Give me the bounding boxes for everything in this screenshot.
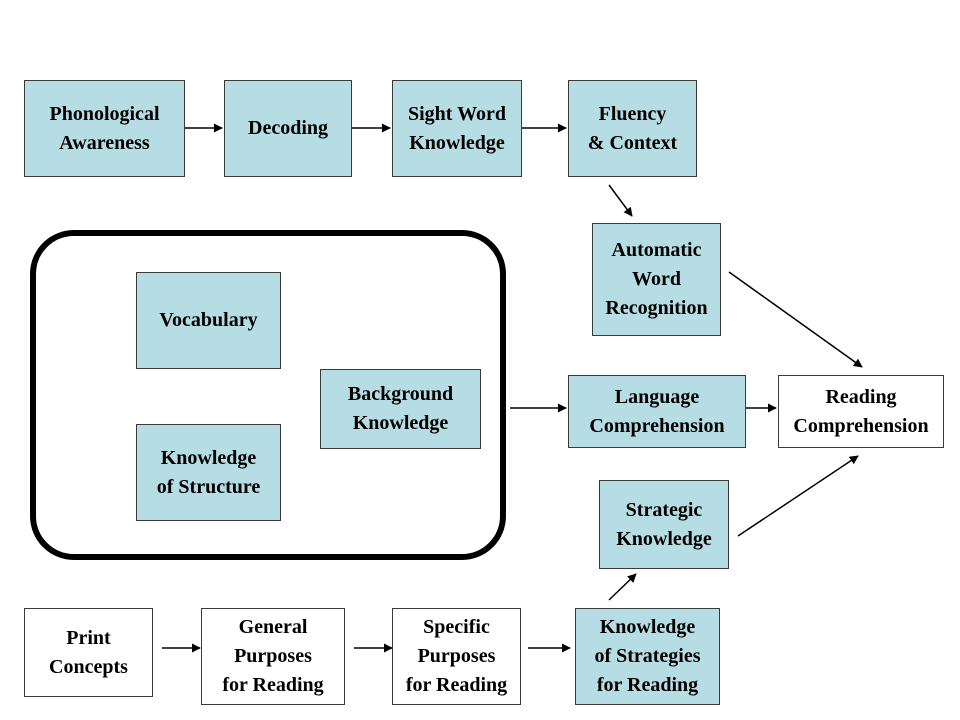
arrow-strategic-to-reading — [737, 455, 859, 537]
node-vocabulary: Vocabulary — [136, 272, 281, 369]
node-decoding: Decoding — [224, 80, 352, 177]
node-reading-comprehension: Reading Comprehension — [778, 375, 944, 448]
node-phonological-awareness: Phonological Awareness — [24, 80, 185, 177]
node-sight-word-knowledge: Sight Word Knowledge — [392, 80, 522, 177]
node-background-knowledge: Background Knowledge — [320, 369, 481, 449]
arrow-automatic-to-reading — [728, 271, 863, 368]
node-knowledge-of-structure: Knowledge of Structure — [136, 424, 281, 521]
node-fluency-context: Fluency & Context — [568, 80, 697, 177]
language-knowledge-group — [30, 230, 506, 560]
node-knowledge-of-strategies: Knowledge of Strategies for Reading — [575, 608, 720, 705]
node-language-comprehension: Language Comprehension — [568, 375, 746, 448]
node-specific-purposes: Specific Purposes for Reading — [392, 608, 521, 705]
node-general-purposes: General Purposes for Reading — [201, 608, 345, 705]
node-automatic-word-recognition: Automatic Word Recognition — [592, 223, 721, 336]
node-strategic-knowledge: Strategic Knowledge — [599, 480, 729, 569]
arrow-fluency-to-automatic — [608, 184, 633, 217]
node-print-concepts: Print Concepts — [24, 608, 153, 697]
arrow-strategies-to-strategic — [608, 573, 637, 601]
